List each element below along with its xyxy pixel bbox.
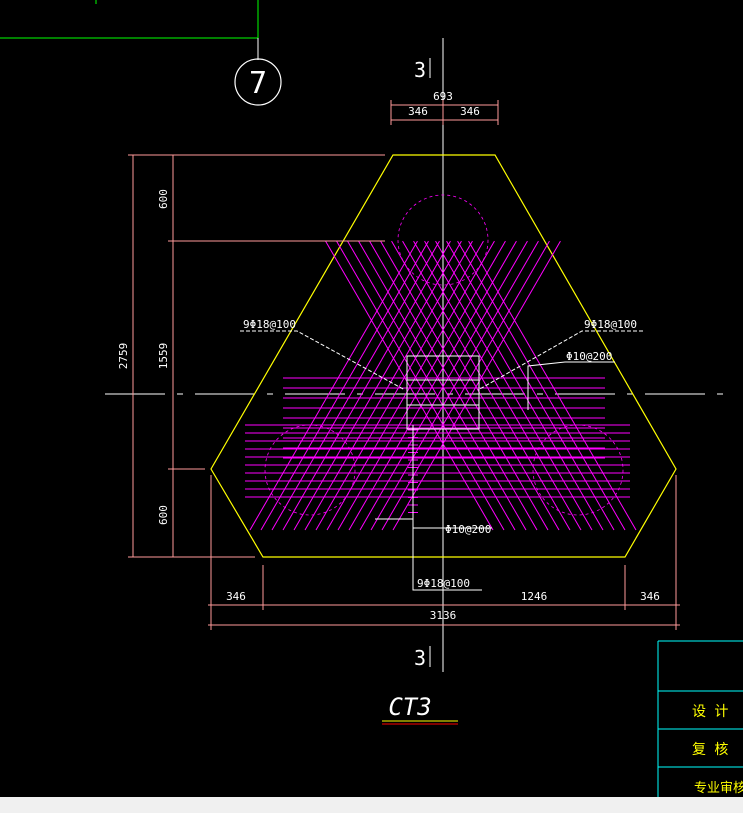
- dim-bottom-mid: 1246: [521, 590, 548, 603]
- section-mark-bottom: 3: [414, 646, 426, 670]
- rebar-bar: [293, 240, 462, 531]
- rebar-layer: [245, 240, 637, 531]
- detail-bubble: 7: [234, 58, 282, 106]
- title-block-row-1: 设 计: [692, 704, 728, 720]
- rebar-bar: [336, 240, 505, 531]
- rebar-bar: [392, 240, 561, 531]
- rebar-bar: [446, 240, 615, 531]
- drawing-title: CT3: [382, 693, 458, 725]
- status-strip: [0, 797, 743, 813]
- section-mark-top: 3: [414, 58, 426, 82]
- pile-circles: [264, 194, 624, 516]
- dim-bottom-right: 346: [640, 590, 660, 603]
- stirrup-label-right: Φ10@200: [566, 350, 612, 363]
- rebar-bar: [304, 240, 473, 531]
- rebar-bar: [391, 240, 560, 531]
- rebar-bar: [359, 240, 528, 531]
- rebar-bar: [468, 240, 637, 531]
- rebar-bar: [369, 240, 538, 531]
- rebar-bar: [358, 240, 527, 531]
- rebar-bar: [315, 240, 484, 531]
- dim-top-left: 346: [408, 105, 428, 118]
- title-block-row-2: 复 核: [692, 741, 728, 758]
- stirrup-label-bottom: Φ10@200: [445, 523, 491, 536]
- dim-left-bottom: 600: [157, 505, 170, 525]
- dim-top-total: 693: [433, 90, 453, 103]
- rebar-bar: [435, 240, 604, 531]
- rebar-leaders: [240, 330, 643, 591]
- rebar-bar: [282, 240, 451, 531]
- title-block: [657, 640, 743, 797]
- detail-number: 7: [249, 66, 267, 101]
- rebar-label-left: 9Φ18@100: [243, 318, 296, 331]
- title-block-row-3: 专业审核: [694, 781, 743, 796]
- rebar-bar: [260, 240, 429, 531]
- rebar-bar: [347, 240, 516, 531]
- rebar-bar: [457, 240, 626, 531]
- dim-top-right: 346: [460, 105, 480, 118]
- dim-left-total: 2759: [117, 343, 130, 370]
- rebar-bar: [271, 240, 440, 531]
- rebar-bar: [370, 240, 539, 531]
- center-lines: [105, 38, 730, 672]
- dimension-lines: [128, 100, 680, 630]
- dim-bottom-total: 3136: [430, 609, 457, 622]
- rebar-bar: [380, 240, 549, 531]
- dim-bottom-left: 346: [226, 590, 246, 603]
- rebar-bar: [326, 240, 495, 531]
- pile-cap-outline: [210, 154, 677, 558]
- column-box: [406, 355, 480, 430]
- rebar-bar: [348, 240, 517, 531]
- rebar-bar: [381, 240, 550, 531]
- rebar-bar: [413, 240, 582, 531]
- dim-left-mid: 1559: [157, 343, 170, 370]
- viewport-frame: [0, 0, 259, 39]
- rebar-bar: [325, 240, 494, 531]
- rebar-label-bottom: 9Φ18@100: [417, 577, 470, 590]
- rebar-bar: [424, 240, 593, 531]
- rebar-bar: [337, 240, 506, 531]
- rebar-label-right: 9Φ18@100: [584, 318, 637, 331]
- dim-left-top: 600: [157, 189, 170, 209]
- rebar-bar: [249, 240, 418, 531]
- drawing-title-text: CT3: [388, 693, 431, 721]
